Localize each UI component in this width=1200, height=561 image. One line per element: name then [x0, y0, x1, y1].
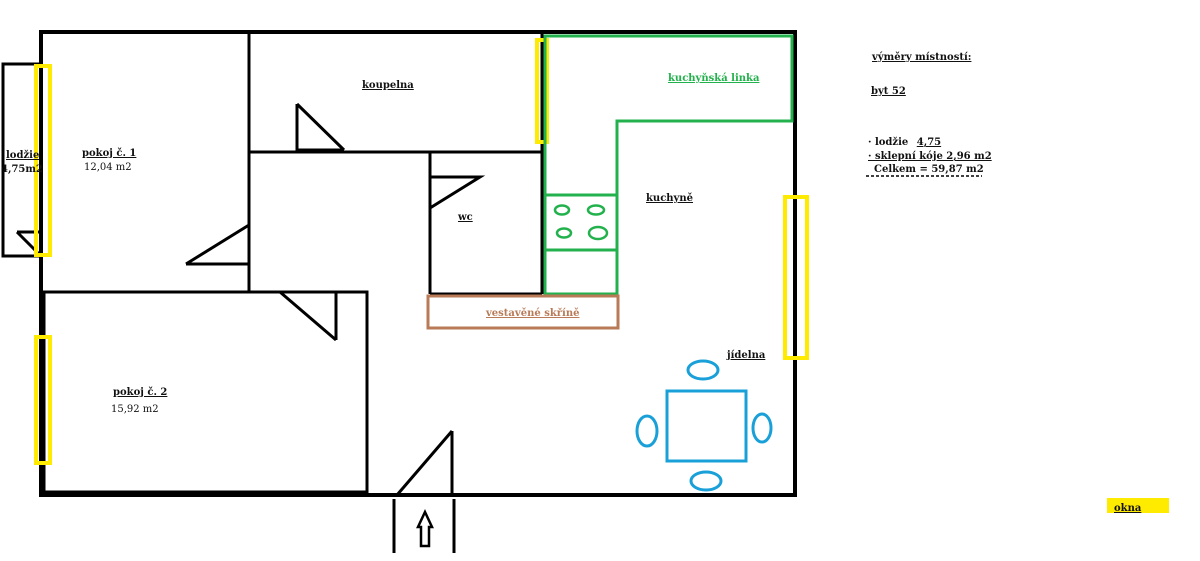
interior-walls	[41, 32, 544, 494]
loggia-area: 4,75m2	[1, 164, 43, 175]
room1-label: pokoj č. 1	[82, 148, 137, 159]
wardrobe-label: vestavěné skříně	[486, 308, 580, 319]
legend-title: výměry místností:	[872, 52, 972, 63]
dining-label: jídelna	[727, 350, 766, 361]
windows-legend-swatch	[1107, 498, 1169, 513]
windows-legend-label: okna	[1114, 503, 1142, 514]
legend-loggia: · lodžie 4,75	[868, 137, 941, 148]
wardrobe-outline	[426, 294, 620, 330]
door-swings	[15, 102, 486, 497]
legend-cellar: · sklepní kóje 2,96 m2	[868, 151, 992, 162]
legend-loggia-value: 4,75	[916, 137, 942, 148]
apartment-number: byt 52	[871, 86, 906, 97]
stove-icon	[553, 204, 609, 241]
room1-area: 12,04 m2	[84, 162, 132, 173]
entrance-arrow-icon	[416, 509, 434, 548]
kitchen-counter-label: kuchyňská linka	[668, 73, 760, 84]
dining-table-icon	[635, 359, 773, 492]
wc-label: wc	[458, 212, 473, 223]
room2-area: 15,92 m2	[111, 404, 159, 415]
bathroom-label: koupelna	[362, 80, 414, 91]
kitchen-label: kuchyně	[646, 193, 694, 204]
legend-total: Celkem = 59,87 m2	[874, 164, 984, 175]
windows	[34, 38, 809, 465]
legend-loggia-label: · lodžie	[868, 137, 909, 148]
loggia-label: lodžie	[6, 150, 40, 161]
kitchen-counter	[543, 34, 794, 296]
loggia-outline	[1, 62, 43, 258]
entrance	[392, 499, 456, 553]
room2-label: pokoj č. 2	[113, 387, 168, 398]
outer-wall	[39, 30, 797, 497]
